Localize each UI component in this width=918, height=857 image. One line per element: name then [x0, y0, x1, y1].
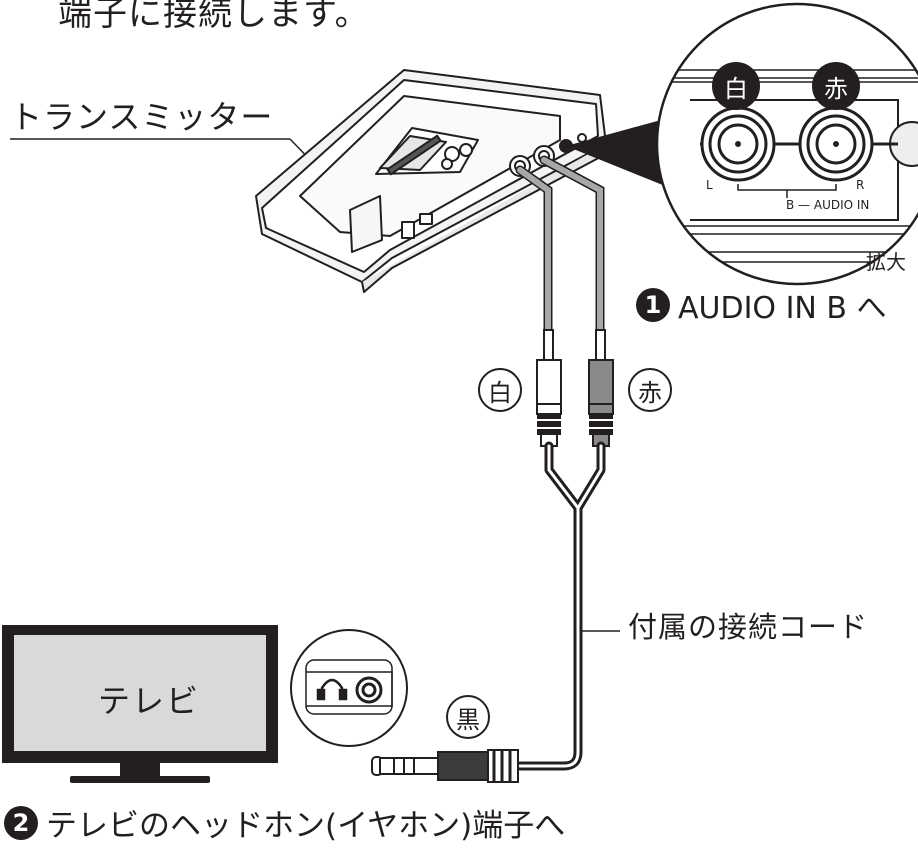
cable-label: 付属の接続コード — [628, 610, 869, 644]
zoom-jack-right — [798, 106, 874, 182]
mini-plug — [371, 749, 519, 783]
step-1-number: 1 — [636, 288, 670, 322]
zoom-jack-left — [700, 106, 776, 182]
headphone-jack-icon — [355, 676, 383, 704]
headphone-jack-bubble — [290, 629, 408, 747]
step-2: 2 テレビのヘッドホン(イヤホン)端子へ — [4, 800, 565, 845]
plug-white-tag: 白 — [478, 368, 522, 412]
headphone-icon — [316, 678, 348, 701]
step-1: 1 AUDIO IN B へ — [636, 283, 887, 327]
tv-label: テレビ — [98, 682, 201, 720]
zoom-white-tag: 白 — [712, 62, 760, 110]
plug-red-tag: 赤 — [628, 368, 672, 412]
rca-plug-red — [588, 329, 614, 447]
zoom-left-label: L — [706, 178, 713, 192]
zoom-right-label: R — [856, 178, 865, 192]
step-1-text: AUDIO IN B へ — [678, 291, 887, 326]
transmitter-leader-line — [10, 138, 321, 171]
transmitter-device — [255, 69, 607, 293]
step-2-number: 2 — [4, 805, 38, 840]
transmitter-label: トランスミッター — [10, 98, 274, 136]
step-2-text: テレビのヘッドホン(イヤホン)端子へ — [46, 808, 566, 844]
rca-plug-white — [536, 329, 562, 447]
zoom-view — [655, 2, 918, 286]
connection-cable — [515, 441, 606, 771]
rca-cables-upper — [515, 155, 605, 335]
zoom-red-tag: 赤 — [812, 62, 860, 110]
zoom-label: 拡大 — [866, 250, 906, 274]
zoom-input-label: B — AUDIO IN — [786, 198, 870, 212]
tv — [2, 625, 278, 783]
instruction-text: 端子に接続します。 — [58, 0, 370, 34]
plug-black-tag: 黒 — [446, 695, 490, 739]
